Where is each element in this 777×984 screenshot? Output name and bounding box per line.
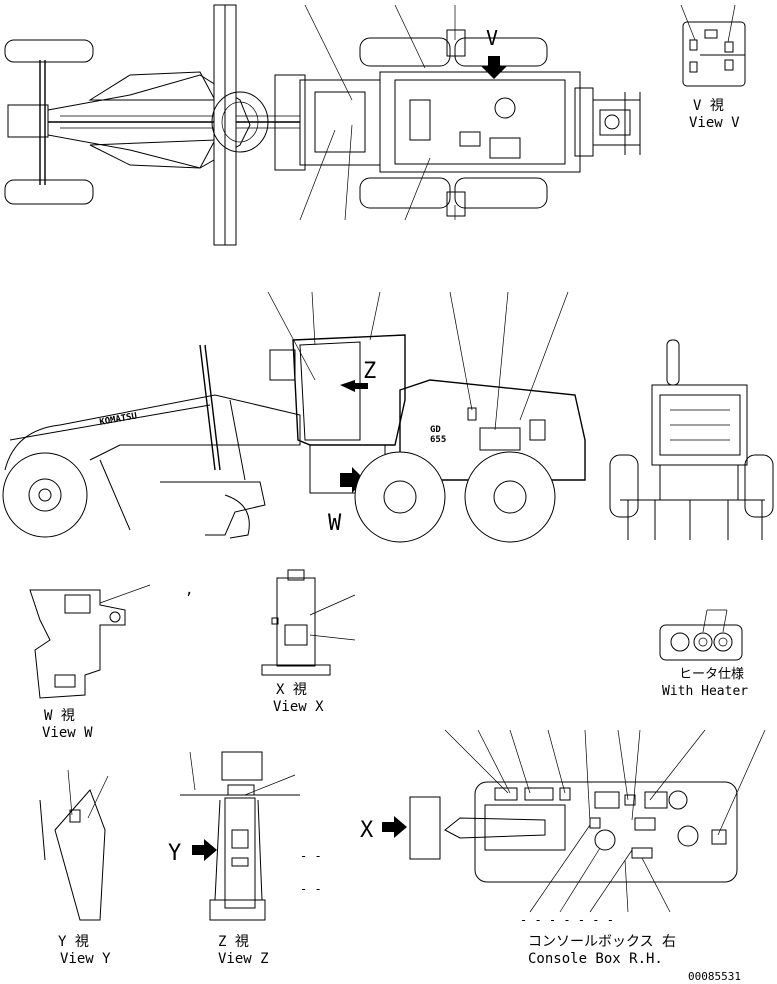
z-dashes-1: - - <box>300 849 322 863</box>
stray-comma: , <box>185 582 193 598</box>
model-number: 655 <box>430 435 446 445</box>
side-view: KOMATSU Z GD 655 W <box>2 291 586 543</box>
view-z: Y - - - - Z 視 View Z <box>168 751 322 967</box>
view-z-ja: Z 視 <box>218 934 249 950</box>
heater-view: ヒータ仕様 With Heater <box>659 609 748 699</box>
console-box-view: X - - - - - - - コンソールボックス 右 Conso <box>360 729 766 967</box>
rear-view <box>609 339 774 540</box>
console-dashes: - - - - - - - <box>520 913 614 927</box>
view-x-en: View X <box>273 699 324 715</box>
top-plan-view: V <box>4 4 641 246</box>
view-v-en: View V <box>689 115 740 131</box>
view-v: V 視 View V <box>680 4 746 131</box>
marker-w-label: W <box>328 511 342 536</box>
marker-z-label: Z <box>363 359 376 384</box>
marker-x-label: X <box>360 818 374 843</box>
view-x-ja: X 視 <box>276 682 307 698</box>
view-y: Y 視 View Y <box>39 769 111 967</box>
view-w-ja: W 視 <box>44 708 75 724</box>
brand-marking: KOMATSU <box>99 412 138 428</box>
view-v-ja: V 視 <box>693 98 724 114</box>
console-box-ja: コンソールボックス 右 <box>528 934 676 950</box>
model-prefix: GD <box>430 425 441 435</box>
marker-v-label: V <box>486 26 498 50</box>
view-y-ja: Y 視 <box>58 934 89 950</box>
drawing-number: 00085531 <box>688 970 741 983</box>
marker-y-label: Y <box>168 841 181 866</box>
console-box-en: Console Box R.H. <box>528 951 663 967</box>
heater-spec-en: With Heater <box>662 684 748 699</box>
view-z-en: View Z <box>218 951 269 967</box>
view-w-en: View W <box>42 725 93 741</box>
view-x: X 視 View X <box>261 569 356 715</box>
heater-spec-ja: ヒータ仕様 <box>679 667 744 682</box>
view-y-en: View Y <box>60 951 111 967</box>
z-dashes-2: - - <box>300 882 322 896</box>
view-w: , W 視 View W <box>29 582 193 741</box>
